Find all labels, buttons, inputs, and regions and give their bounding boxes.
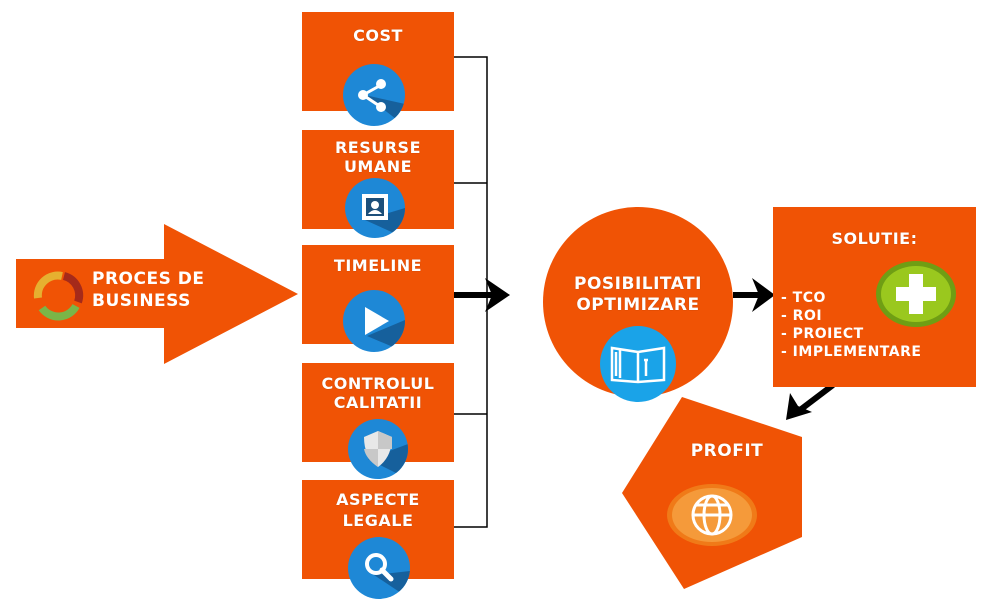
optimize-label-2: OPTIMIZARE	[576, 295, 700, 315]
solution-item: - IMPLEMENTARE	[781, 344, 922, 360]
profit-node[interactable]: PROFIT	[622, 397, 802, 597]
solution-box[interactable]: SOLUTIE: - TCO - ROI - PROIECT - IMPLEME…	[773, 207, 976, 387]
factor-cost-label: COST	[353, 26, 403, 45]
factor-resurse-label-2: UMANE	[343, 157, 413, 176]
factor-legale-label-1: ASPECTE	[336, 490, 420, 509]
search-icon	[348, 537, 410, 599]
solution-item: - ROI	[781, 308, 823, 324]
cycle-arrows-icon	[26, 264, 90, 328]
factor-calitate-label-2: CALITATII	[333, 393, 423, 412]
solution-item: - TCO	[781, 290, 826, 306]
process-arrow: PROCES DE BUSINESS	[16, 224, 298, 364]
user-portrait-icon	[345, 178, 405, 238]
play-icon	[343, 290, 405, 352]
optimize-label-1: POSIBILITATI	[574, 274, 702, 294]
share-icon	[343, 64, 405, 126]
arrow-to-profit	[786, 382, 835, 420]
process-label-2: BUSINESS	[92, 291, 191, 311]
factor-resurse-label-1: RESURSE	[334, 138, 422, 157]
profit-label: PROFIT	[690, 441, 764, 461]
manual-wrench-icon	[600, 326, 676, 402]
globe-icon	[666, 483, 758, 547]
arrow-to-solution	[733, 278, 775, 312]
factor-timeline-label: TIMELINE	[333, 256, 423, 275]
process-label-1: PROCES DE	[92, 269, 205, 289]
solution-item: - PROIECT	[781, 326, 864, 342]
shield-icon	[348, 419, 408, 479]
plus-icon	[875, 260, 957, 328]
solution-title: SOLUTIE:	[831, 229, 918, 248]
factor-legale-label-2: LEGALE	[342, 511, 414, 530]
factor-calitate-label-1: CONTROLUL	[321, 374, 435, 393]
